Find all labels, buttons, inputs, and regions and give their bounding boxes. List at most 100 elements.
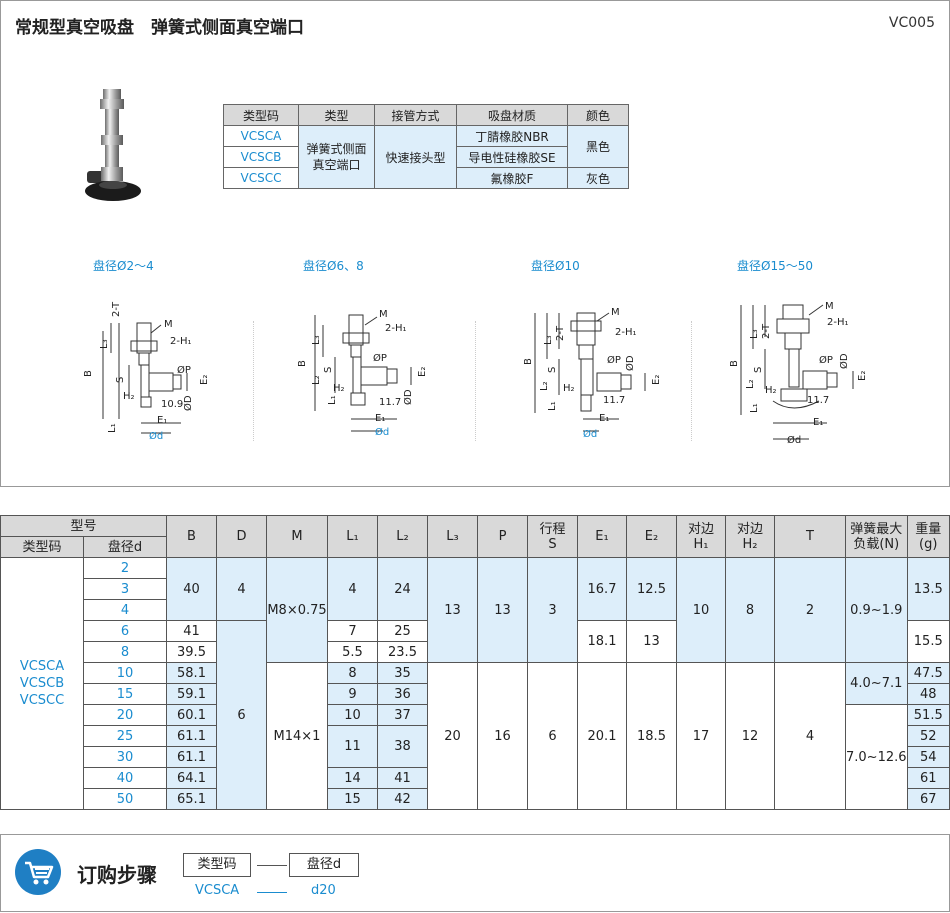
e2-cell: 12.5 [626, 557, 677, 621]
e2-cell: 18.5 [626, 662, 677, 810]
dimension-label: L₂ [745, 379, 756, 389]
diagram-label: 盘径Ø6、8 [303, 259, 364, 273]
d-cell: 10 [83, 662, 167, 684]
spec-header-weight: 重量 (g) [906, 515, 950, 558]
dimension-label: Ød [787, 434, 801, 446]
diagram-divider [691, 321, 692, 441]
weight-cell: 48 [906, 683, 950, 705]
l2-cell: 23.5 [377, 641, 428, 663]
dimension-label: 2-H₁ [385, 323, 407, 334]
spec-subheader-d: 盘径d [83, 536, 167, 558]
dimension-label: ØD [182, 395, 194, 411]
h2-cell: 12 [725, 662, 775, 810]
dimension-label: B [83, 370, 94, 377]
dimension-label: 2-T [555, 325, 566, 341]
dimension-label: L₃ [543, 335, 554, 345]
weight-cell: 54 [906, 746, 950, 768]
dimension-label: H₂ [333, 383, 345, 394]
b-cell: 40 [166, 557, 217, 621]
d-dim-cell: 6 [216, 620, 267, 810]
l1-cell: 4 [327, 557, 378, 621]
dimension-label: 2-T [111, 301, 122, 317]
dimension-label: E₂ [857, 371, 868, 381]
dimension-label: B [729, 360, 740, 367]
spec-header-H2: 对边 H₂ [725, 515, 775, 558]
b-cell: 39.5 [166, 641, 217, 663]
material-cell: 丁腈橡胶NBR [456, 125, 568, 147]
dimension-label: 2-H₁ [615, 327, 637, 338]
d-cell: 40 [83, 767, 167, 789]
l1-cell: 15 [327, 788, 378, 810]
type-table-header: 吸盘材质 [456, 104, 568, 126]
dimension-label: 2-H₁ [827, 317, 849, 328]
dimension-label: ØP [819, 354, 833, 366]
s-cell: 6 [527, 662, 578, 810]
dimension-label: 11.7 [807, 395, 829, 406]
dimension-label: L₁ [327, 395, 338, 405]
t-cell: 2 [774, 557, 846, 663]
dimension-label: 11.7 [379, 397, 401, 408]
l2-cell: 36 [377, 683, 428, 705]
type-cell: 弹簧式侧面真空端口 [298, 125, 375, 189]
spec-header-D: D [216, 515, 267, 558]
l1-cell: 5.5 [327, 641, 378, 663]
dimension-label: S [323, 367, 334, 373]
spec-header-spring: 弹簧最大 负载(N) [845, 515, 908, 558]
weight-cell: 13.5 [906, 557, 950, 621]
order-step-box: 类型码 [183, 853, 251, 877]
d-cell: 6 [83, 620, 167, 642]
e1-cell: 18.1 [577, 620, 627, 663]
dimension-label: ØP [373, 352, 387, 364]
b-cell: 61.1 [166, 725, 217, 747]
dimension-label: H₂ [123, 391, 135, 402]
dimension-label: 2-H₁ [170, 336, 192, 347]
l1-cell: 11 [327, 725, 378, 768]
spec-header-L3: L₃ [427, 515, 478, 558]
dimension-label: E₁ [157, 415, 167, 426]
diagram-divider [253, 321, 254, 441]
type-table-header: 类型 [298, 104, 375, 126]
t-cell: 4 [774, 662, 846, 810]
dimension-label: L₃ [311, 335, 322, 345]
material-cell: 导电性硅橡胶SE [456, 146, 568, 168]
p-cell: 16 [477, 662, 528, 810]
material-cell: 氟橡胶F [456, 167, 568, 189]
b-cell: 64.1 [166, 767, 217, 789]
l2-cell: 42 [377, 788, 428, 810]
spec-group-header: 型号 [0, 515, 167, 537]
h1-cell: 10 [676, 557, 726, 663]
type-table: 类型码 类型 接管方式 吸盘材质 颜色 VCSCA 弹簧式侧面真空端口 快速接头… [223, 104, 629, 189]
b-cell: 61.1 [166, 746, 217, 768]
l3-cell: 20 [427, 662, 478, 810]
spec-header-T: T [774, 515, 846, 558]
spring-cell: 4.0~7.1 [845, 662, 908, 705]
dimension-label: 11.7 [603, 395, 625, 406]
weight-cell: 15.5 [906, 620, 950, 663]
l2-cell: 41 [377, 767, 428, 789]
e1-cell: 20.1 [577, 662, 627, 810]
p-cell: 13 [477, 557, 528, 663]
dimension-label: M [825, 301, 834, 312]
d-cell: 3 [83, 578, 167, 600]
order-example-value: d20 [311, 883, 336, 898]
dimension-label: B [523, 358, 534, 365]
l2-cell: 38 [377, 725, 428, 768]
type-table-header: 颜色 [567, 104, 629, 126]
dimension-label: M [164, 319, 173, 330]
product-code: VC005 [888, 15, 935, 31]
dimension-label: ØP [607, 354, 621, 366]
l1-cell: 10 [327, 704, 378, 726]
dimension-label: L₃ [99, 339, 110, 349]
e1-cell: 16.7 [577, 557, 627, 621]
weight-cell: 61 [906, 767, 950, 789]
order-steps-panel: 订购步骤 类型码 盘径d VCSCA d20 [0, 834, 950, 912]
color-cell: 灰色 [567, 167, 629, 189]
l2-cell: 37 [377, 704, 428, 726]
diagram-label: 盘径Ø2～4 [93, 259, 154, 273]
weight-cell: 47.5 [906, 662, 950, 684]
diagram-divider [475, 321, 476, 441]
connection-cell: 快速接头型 [374, 125, 457, 189]
dimension-label: E₁ [375, 413, 385, 424]
weight-cell: 52 [906, 725, 950, 747]
type-code-group: VCSCA VCSCB VCSCC [0, 557, 84, 810]
